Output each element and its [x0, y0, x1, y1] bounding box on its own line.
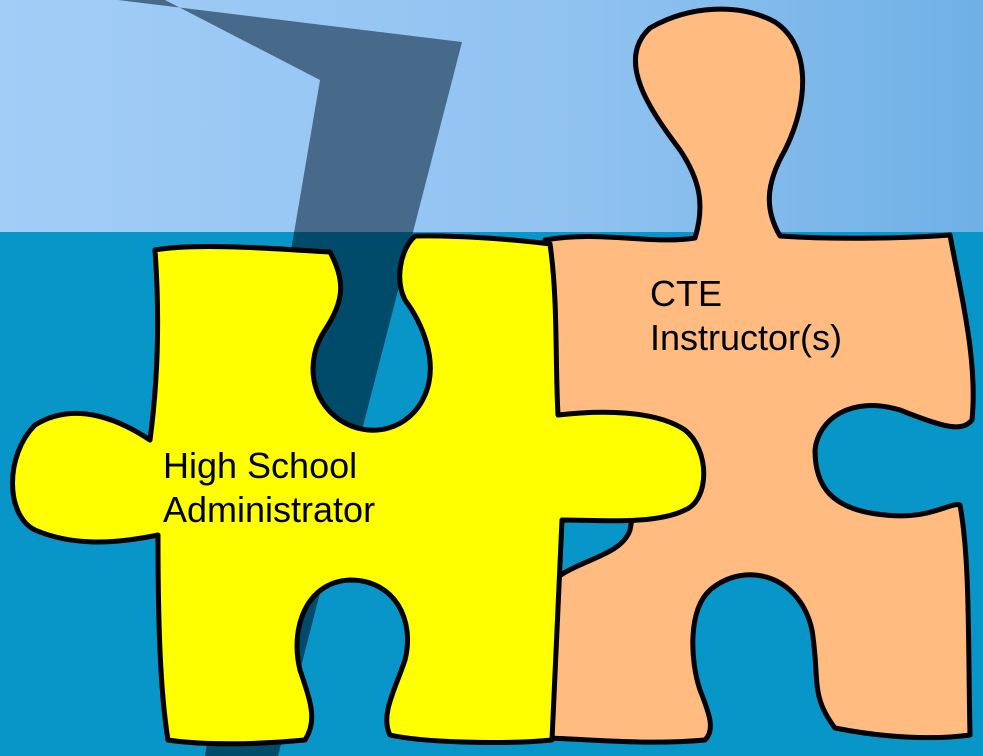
- label-line: CTE: [650, 273, 722, 314]
- label-cte-instructors: CTE Instructor(s): [650, 272, 842, 360]
- puzzle-piece-orange: [535, 6, 976, 745]
- puzzle-piece-yellow: [10, 233, 707, 747]
- label-high-school-administrator: High School Administrator: [163, 444, 375, 532]
- label-line: Administrator: [163, 489, 376, 530]
- label-line: High School: [163, 445, 358, 486]
- label-line: Instructor(s): [650, 317, 843, 358]
